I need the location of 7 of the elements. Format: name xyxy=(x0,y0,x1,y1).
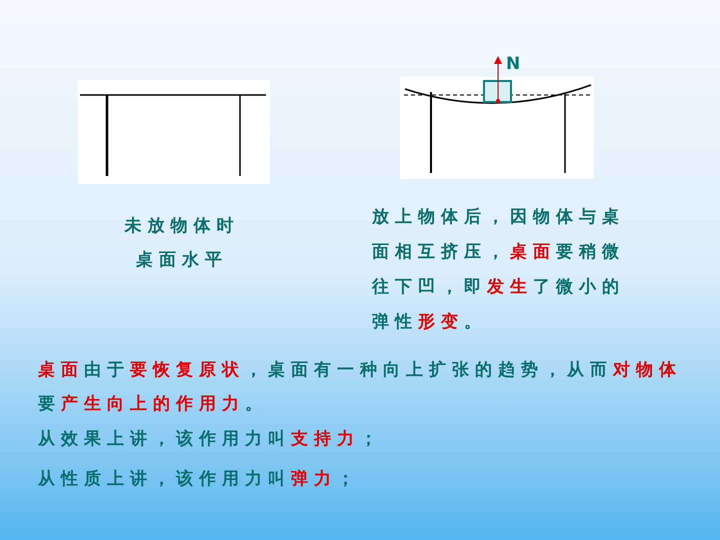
explanation-paragraph: 放上物体后，因物体与桌面相互挤压，桌面要稍微往下凹，即发生了微小的弹性形变。 xyxy=(372,206,626,334)
caption-text: 未放物体时 xyxy=(123,215,240,238)
force-label: N xyxy=(506,53,520,76)
caption-text: 桌面水平 xyxy=(135,249,229,272)
statement-text: 从效果上讲，该作用力叫支持力； xyxy=(38,428,384,451)
statement-text: 从性质上讲，该作用力叫弹力； xyxy=(38,468,361,491)
conclusion-paragraph: 桌面由于要恢复原状，桌面有一种向上扩张的趋势，从而对物体要产生向上的作用力。 xyxy=(38,359,683,416)
